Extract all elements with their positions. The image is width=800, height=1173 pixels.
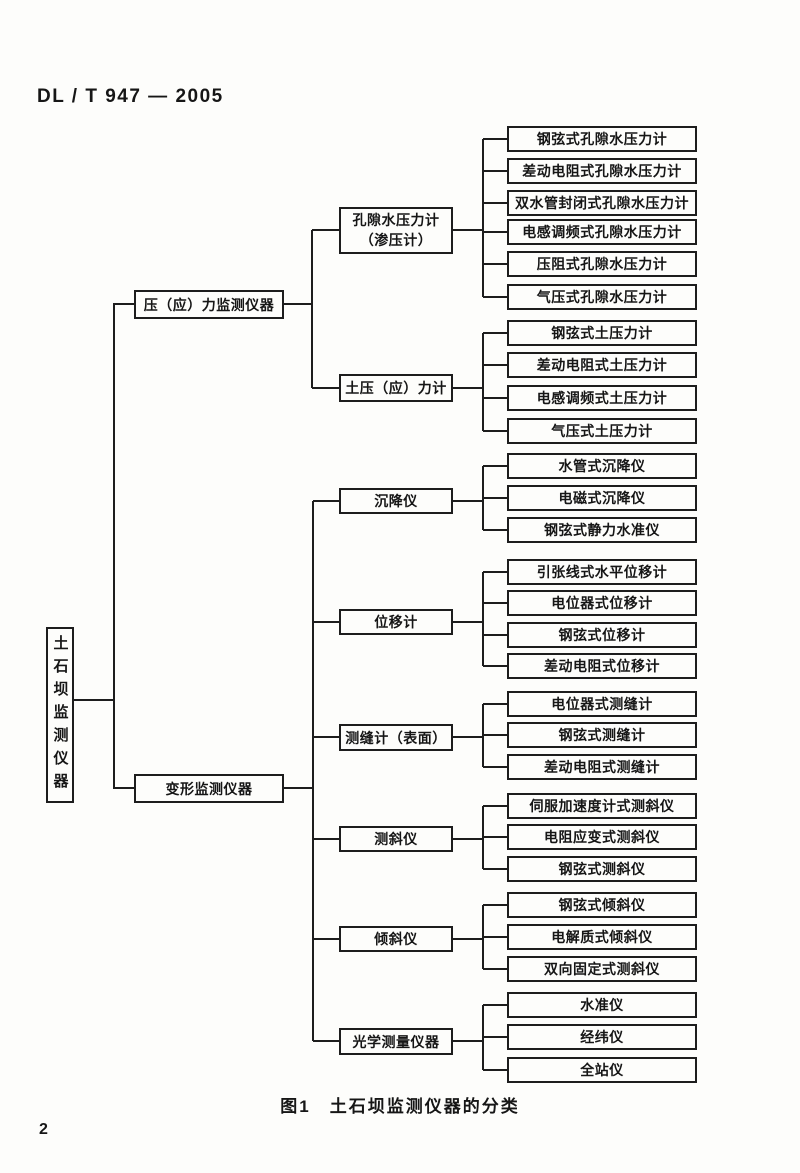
connector-pressure-branch <box>284 229 339 389</box>
category-pore-label-line1: 孔隙水压力计 <box>352 211 440 228</box>
leaf-node: 水管式沉降仪 <box>507 453 697 479</box>
branch-pressure-monitoring: 压（应）力监测仪器 <box>134 290 284 319</box>
connector-deformation-branch <box>284 500 339 1042</box>
page-number: 2 <box>39 1121 48 1138</box>
category-settlement-gauge: 沉降仪 <box>339 488 453 514</box>
category-pore-water-pressure-gauge: 孔隙水压力计 （渗压计） <box>339 207 453 254</box>
leaf-node: 差动电阻式位移计 <box>507 653 697 679</box>
leaf-node: 双水管封闭式孔隙水压力计 <box>507 190 697 216</box>
leaf-node: 气压式孔隙水压力计 <box>507 284 697 310</box>
leaf-node: 伺服加速度计式测斜仪 <box>507 793 697 819</box>
leaf-node: 电阻应变式测斜仪 <box>507 824 697 850</box>
leaf-node: 电解质式倾斜仪 <box>507 924 697 950</box>
leaf-node: 钢弦式倾斜仪 <box>507 892 697 918</box>
leaf-node: 全站仪 <box>507 1057 697 1083</box>
leaf-node: 差动电阻式测缝计 <box>507 754 697 780</box>
category-inclinometer: 测斜仪 <box>339 826 453 852</box>
connector-inclinometer-leaves <box>453 805 507 870</box>
connector-earth-pressure-leaves <box>453 332 507 432</box>
category-earth-pressure-gauge: 土压（应）力计 <box>339 374 453 402</box>
leaf-node: 差动电阻式土压力计 <box>507 352 697 378</box>
leaf-node: 双向固定式测斜仪 <box>507 956 697 982</box>
category-optical-instruments: 光学测量仪器 <box>339 1028 453 1055</box>
connector-joint-leaves <box>453 703 507 768</box>
figure-caption: 图1 土石坝监测仪器的分类 <box>280 1097 520 1116</box>
leaf-node: 电感调频式土压力计 <box>507 385 697 411</box>
leaf-node: 气压式土压力计 <box>507 418 697 444</box>
leaf-node: 钢弦式测斜仪 <box>507 856 697 882</box>
category-joint-meter: 测缝计（表面） <box>339 724 453 751</box>
document-number: DL / T 947 — 2005 <box>37 86 224 107</box>
tree-root-node: 土石坝监测仪器 <box>46 627 74 803</box>
leaf-node: 电位器式位移计 <box>507 590 697 616</box>
leaf-node: 水准仪 <box>507 992 697 1018</box>
leaf-node: 电位器式测缝计 <box>507 691 697 717</box>
connector-displacement-leaves <box>453 571 507 667</box>
connector-root-spine <box>74 303 134 789</box>
category-tiltmeter: 倾斜仪 <box>339 926 453 952</box>
category-displacement-meter: 位移计 <box>339 609 453 635</box>
leaf-node: 钢弦式静力水准仪 <box>507 517 697 543</box>
leaf-node: 钢弦式孔隙水压力计 <box>507 126 697 152</box>
leaf-node: 钢弦式测缝计 <box>507 722 697 748</box>
branch-deformation-monitoring: 变形监测仪器 <box>134 774 284 803</box>
leaf-node: 钢弦式土压力计 <box>507 320 697 346</box>
connector-settlement-leaves <box>453 465 507 531</box>
leaf-node: 经纬仪 <box>507 1024 697 1050</box>
leaf-node: 引张线式水平位移计 <box>507 559 697 585</box>
leaf-node: 差动电阻式孔隙水压力计 <box>507 158 697 184</box>
category-pore-label-line2: （渗压计） <box>359 231 433 248</box>
connector-pore-pressure-leaves <box>453 138 507 298</box>
connector-tiltmeter-leaves <box>453 904 507 970</box>
leaf-node: 电磁式沉降仪 <box>507 485 697 511</box>
leaf-node: 电感调频式孔隙水压力计 <box>507 219 697 245</box>
leaf-node: 钢弦式位移计 <box>507 622 697 648</box>
leaf-node: 压阻式孔隙水压力计 <box>507 251 697 277</box>
root-label: 土石坝监测仪器 <box>51 634 69 796</box>
connector-optical-leaves <box>453 1004 507 1071</box>
